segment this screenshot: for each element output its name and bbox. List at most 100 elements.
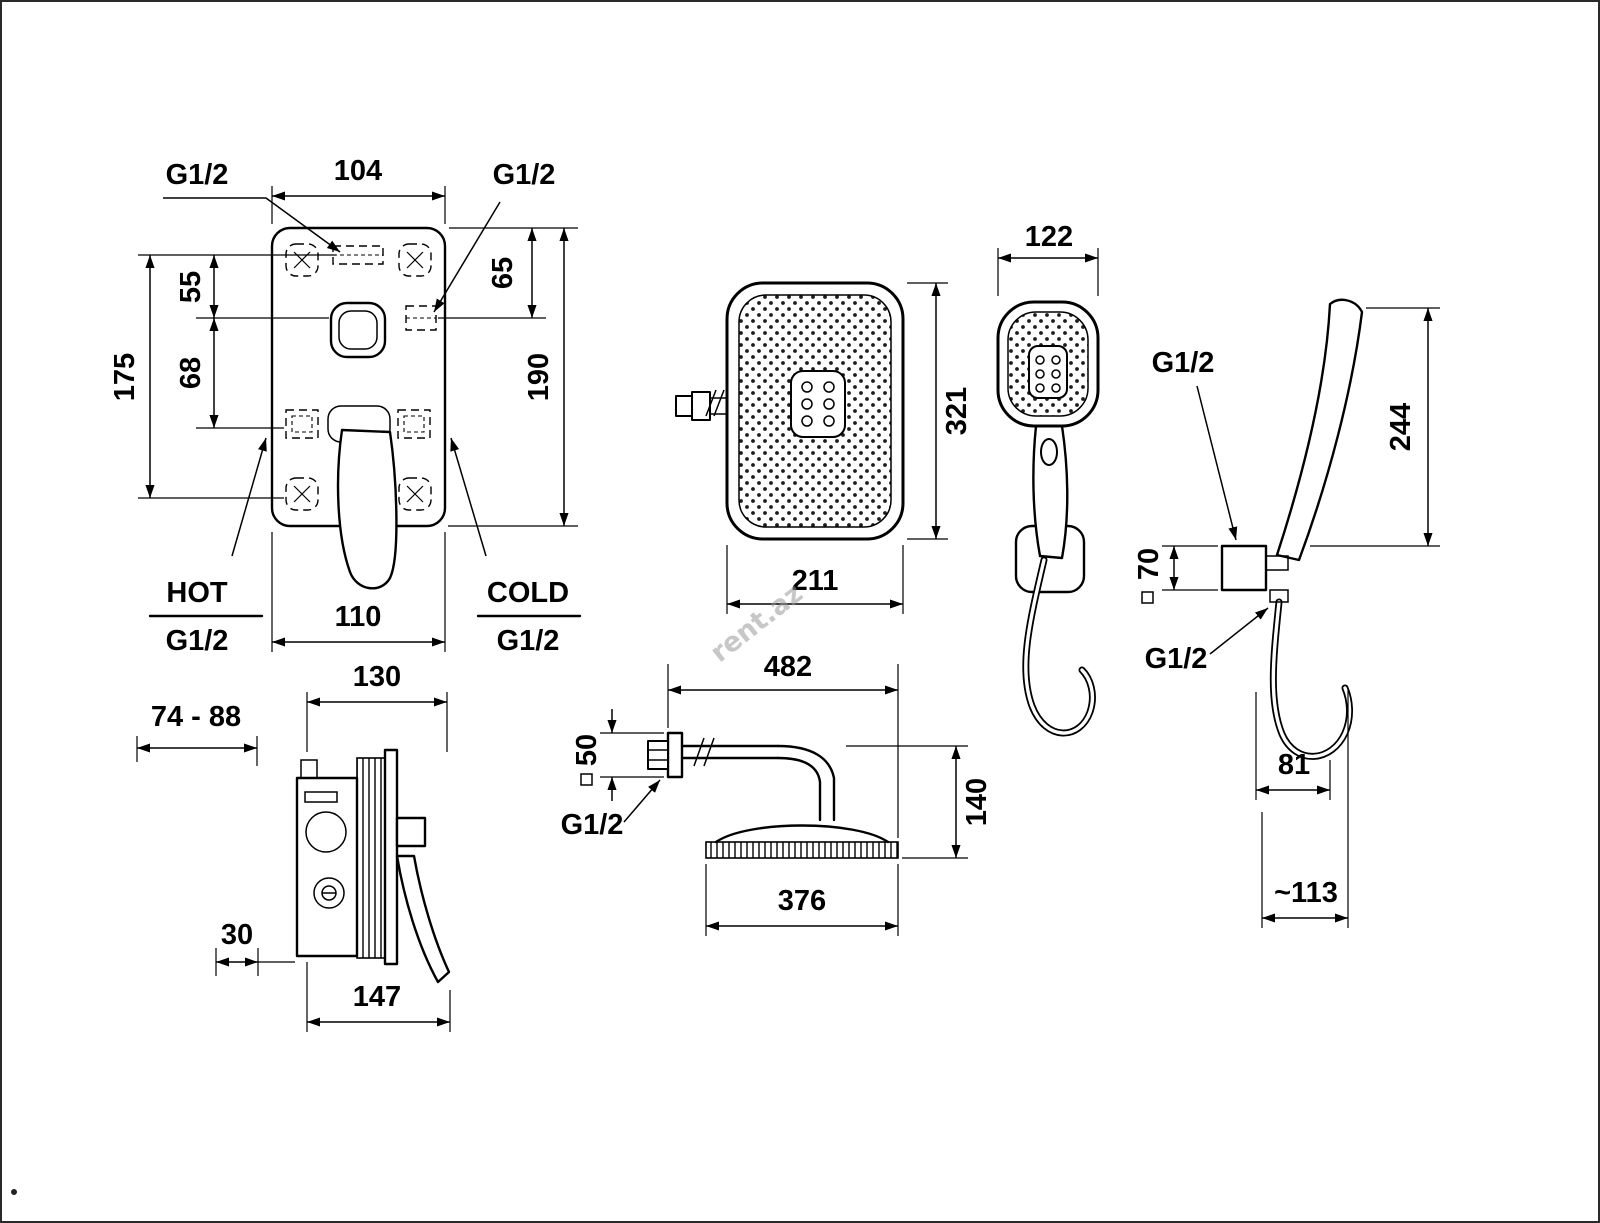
square-symbol-70	[1141, 591, 1154, 604]
dim-label-140: 140	[961, 778, 993, 826]
dim-68: 68	[175, 318, 284, 429]
valve-ribbed-section	[356, 757, 386, 959]
dim-label-211: 211	[792, 565, 839, 597]
callout-cold-inlet: COLD G1/2	[450, 437, 582, 657]
view-holder-side: G1/2 244 70 G1/2 81	[1133, 298, 1440, 928]
shower-head-center-plate	[790, 370, 846, 438]
dim-122: 122	[997, 221, 1099, 296]
label-g12-top-right: G1/2	[493, 159, 556, 191]
view-shower-head-front: 321 211	[675, 281, 973, 614]
callout-g12-holder-bottom: G1/2	[1145, 607, 1269, 675]
dim-104: 104	[271, 155, 446, 224]
dim-244: 244	[1310, 307, 1440, 547]
dim-81: 81	[1255, 692, 1331, 800]
handshower-mode-button	[1040, 438, 1058, 466]
valve-port-lower	[313, 877, 345, 909]
wall-holder-escutcheon	[1220, 544, 1268, 592]
valve-top-stub	[300, 759, 318, 779]
left-inlet-connection	[285, 409, 319, 439]
dim-110: 110	[271, 532, 446, 652]
dim-376: 376	[705, 864, 899, 936]
dim-55: 55	[138, 254, 336, 319]
holder-hose	[1269, 598, 1353, 760]
holder-connector	[1265, 555, 1289, 571]
view-trim-plate-front: 104 G1/2 G1/2 65 190 55	[109, 155, 582, 657]
callout-g12-arm: G1/2	[561, 779, 661, 841]
valve-outlet	[395, 816, 427, 848]
dim-label-244: 244	[1385, 403, 1417, 451]
label-hot: HOT	[166, 577, 228, 609]
valve-lever-side	[395, 854, 451, 984]
valve-body-detail	[304, 791, 338, 803]
label-g12-holder-top: G1/2	[1152, 347, 1215, 379]
arm-wall-flange	[647, 731, 684, 779]
label-g12-top-left: G1/2	[166, 159, 229, 191]
handshower-center-plate	[1028, 345, 1068, 399]
dim-label-65: 65	[487, 257, 519, 289]
dim-30: 30	[215, 919, 295, 976]
handshower-wand-side	[1275, 298, 1364, 562]
dim-label-321: 321	[941, 387, 973, 435]
dim-321: 321	[907, 282, 973, 540]
label-g12-arm: G1/2	[561, 809, 624, 841]
dim-482: 482	[667, 651, 899, 838]
dim-label-147: 147	[353, 981, 401, 1013]
label-cold-thread: G1/2	[497, 625, 560, 657]
dim-label-130: 130	[353, 661, 401, 693]
valve-body	[295, 776, 359, 958]
top-supply-connection	[332, 245, 384, 265]
square-symbol-50	[580, 773, 593, 786]
dim-label-74-88: 74 - 88	[151, 701, 241, 733]
callout-hot-inlet: HOT G1/2	[148, 437, 267, 657]
callout-g12-top-right: G1/2	[433, 159, 556, 313]
dim-label-122: 122	[1025, 221, 1073, 253]
dim-65: 65	[438, 227, 578, 319]
dim-label-113: ~113	[1274, 877, 1338, 909]
dim-147: 147	[306, 962, 451, 1032]
diverter-opening	[329, 301, 387, 359]
dim-113: ~113	[1261, 690, 1349, 928]
right-supply-connection	[405, 305, 437, 331]
dim-label-68: 68	[175, 357, 207, 389]
valve-wall-plate	[383, 748, 399, 966]
dim-label-376: 376	[778, 885, 826, 917]
callout-g12-top-left: G1/2	[163, 159, 341, 253]
dim-label-55: 55	[175, 271, 207, 303]
dim-label-30: 30	[221, 919, 253, 951]
arm-pipe	[680, 737, 836, 822]
dim-label-175: 175	[109, 353, 141, 401]
dim-label-482: 482	[764, 651, 812, 683]
arm-head-side	[705, 824, 899, 859]
dim-190: 190	[448, 228, 578, 527]
dim-label-81: 81	[1278, 749, 1310, 781]
dim-label-104: 104	[334, 155, 382, 187]
dim-211: 211	[726, 545, 904, 614]
dim-label-70: 70	[1133, 548, 1165, 580]
hose-nut	[1269, 589, 1289, 603]
valve-port-upper	[305, 811, 347, 853]
dim-130: 130	[306, 661, 448, 752]
dim-sq50: 50	[571, 709, 664, 801]
view-arm-side: 482 50 G1/2	[561, 651, 993, 936]
diverter-opening-inner	[338, 310, 378, 350]
shower-head-inlet	[675, 389, 727, 421]
view-handshower-front: 122	[996, 221, 1100, 737]
view-valve-side: 130 74 - 88 30	[136, 661, 451, 1032]
dim-70: 70	[1133, 545, 1218, 604]
handshower-hose	[1022, 556, 1096, 737]
right-inlet-connection	[397, 409, 431, 439]
dim-74-88: 74 - 88	[136, 701, 258, 766]
label-cold: COLD	[487, 577, 569, 609]
label-hot-thread: G1/2	[166, 625, 229, 657]
label-g12-holder-bottom: G1/2	[1145, 643, 1208, 675]
dim-label-110: 110	[335, 601, 382, 633]
dim-label-190: 190	[523, 353, 555, 401]
dim-140: 140	[846, 745, 993, 859]
callout-g12-holder-top: G1/2	[1152, 347, 1238, 541]
dim-label-50: 50	[571, 734, 603, 766]
dim-175: 175	[109, 255, 284, 499]
mixer-lever-handle	[336, 428, 398, 590]
